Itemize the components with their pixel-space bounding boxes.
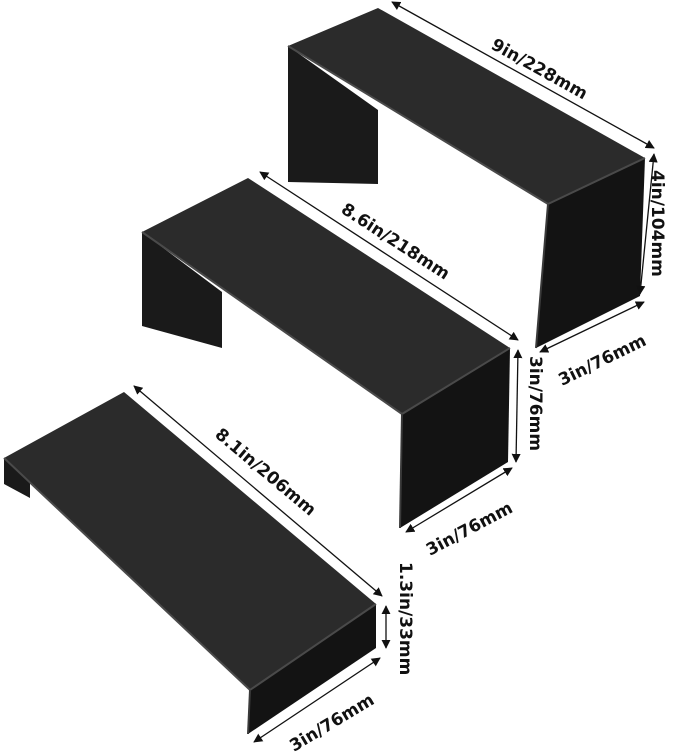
label-medium-depth: 3in/76mm <box>423 498 516 560</box>
label-small-height: 1.3in/33mm <box>395 562 415 675</box>
arrow-large-length <box>391 1 655 149</box>
riser-large-back-leg <box>288 46 378 184</box>
arrow-medium-height <box>511 349 523 463</box>
arrow-small-length <box>133 385 383 597</box>
arrow-medium-length <box>259 171 519 341</box>
arrow-small-depth <box>253 657 381 743</box>
label-small-depth: 3in/76mm <box>286 690 378 753</box>
arrow-medium-depth <box>405 467 513 533</box>
arrow-large-depth <box>539 301 645 353</box>
riser-large-front-leg <box>536 158 645 348</box>
label-medium-height: 3in/76mm <box>525 356 545 451</box>
label-large-height: 4in/104mm <box>647 170 667 277</box>
riser-small-back-leg <box>4 458 30 498</box>
riser-medium-back-leg <box>142 232 222 348</box>
label-large-depth: 3in/76mm <box>555 331 649 391</box>
riser-small <box>3 392 377 735</box>
dimension-arrows <box>133 1 658 743</box>
arrow-large-height <box>636 153 658 295</box>
